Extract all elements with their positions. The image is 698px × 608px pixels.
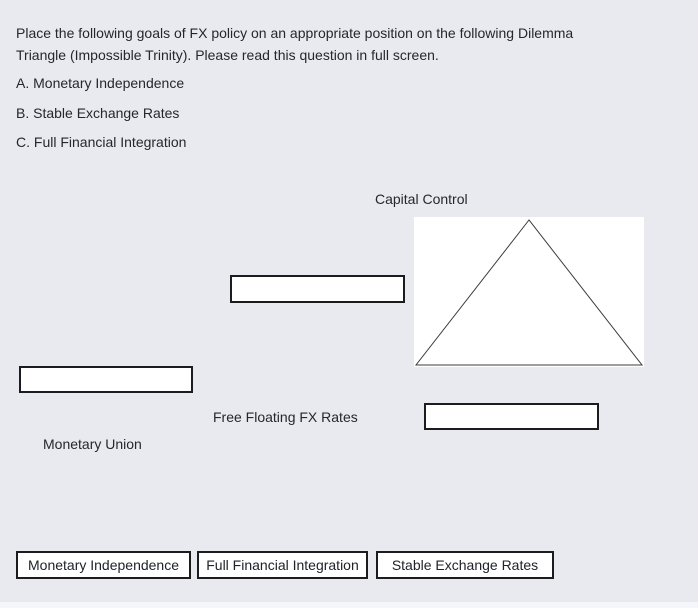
page-bottom-edge [0,602,698,608]
dilemma-triangle-panel [414,217,644,367]
triangle-icon [414,219,644,366]
option-c-label: C. Full Financial Integration [16,134,187,150]
free-floating-fx-rates-label: Free Floating FX Rates [213,409,358,425]
drop-target-bottom-right[interactable] [424,403,599,430]
drop-target-top-middle[interactable] [230,275,405,303]
drop-target-left[interactable] [19,366,193,393]
capital-control-label: Capital Control [375,191,468,207]
question-text-line-1: Place the following goals of FX policy o… [16,25,574,41]
chip-stable-exchange-rates[interactable]: Stable Exchange Rates [376,551,554,579]
monetary-union-label: Monetary Union [43,436,142,452]
chip-monetary-independence[interactable]: Monetary Independence [16,551,191,579]
option-a-label: A. Monetary Independence [16,75,185,91]
chip-full-financial-integration[interactable]: Full Financial Integration [197,551,368,579]
question-text-line-2: Triangle (Impossible Trinity). Please re… [16,47,439,63]
option-b-label: B. Stable Exchange Rates [16,105,180,121]
